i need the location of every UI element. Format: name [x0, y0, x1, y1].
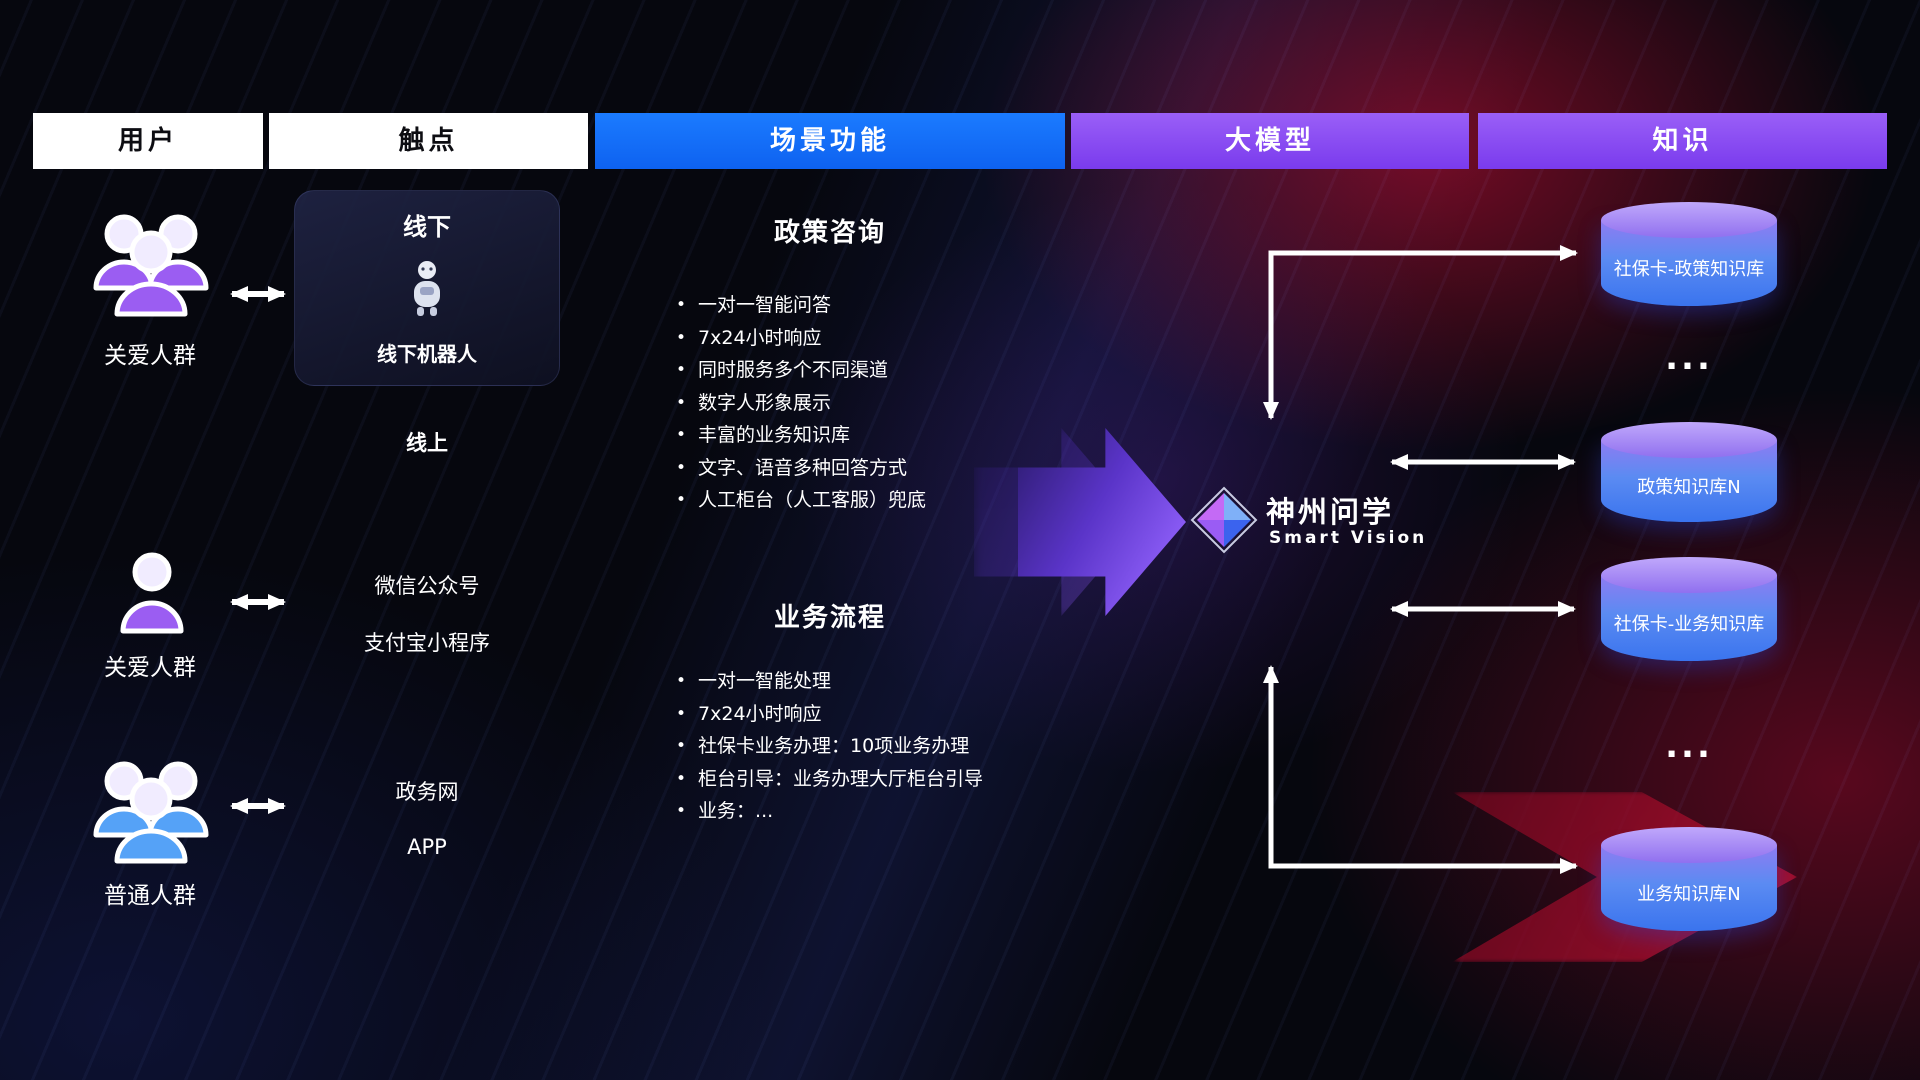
bullet-item: 人工柜台（人工客服）兜底 [676, 484, 926, 517]
bullet-item: 同时服务多个不同渠道 [676, 354, 926, 387]
arrow-kb1-elbow [1263, 245, 1578, 420]
kb-cylinder: 政策知识库N [1601, 422, 1777, 522]
kb-label: 社保卡-政策知识库 [1613, 259, 1765, 281]
bullet-item: 丰富的业务知识库 [676, 419, 926, 452]
kb-cylinder: 社保卡-政策知识库 [1601, 202, 1777, 306]
kb-ellipsis: ... [1665, 726, 1713, 766]
business-bullet-list: 一对一智能处理 7x24小时响应 社保卡业务办理：10项业务办理 柜台引导：业务… [676, 665, 983, 828]
header-users: 用户 [33, 113, 263, 169]
policy-bullet-list: 一对一智能问答 7x24小时响应 同时服务多个不同渠道 数字人形象展示 丰富的业… [676, 289, 926, 517]
kb-ellipsis: ... [1665, 338, 1713, 378]
user-label: 普通人群 [104, 883, 196, 909]
kb-label: 业务知识库N [1637, 884, 1741, 906]
robot-icon [406, 259, 448, 321]
channel-wechat: 微信公众号 [374, 574, 480, 598]
header-scenarios: 场景功能 [595, 113, 1065, 169]
channel-alipay: 支付宝小程序 [364, 631, 490, 655]
user-group-icon [84, 755, 218, 869]
model-name: 神州问学 [1266, 495, 1395, 529]
header-touchpoints: 触点 [269, 113, 588, 169]
bullet-item: 一对一智能处理 [676, 665, 983, 698]
offline-title: 线下 [403, 213, 451, 241]
cylinder-top [1601, 422, 1777, 458]
model-subtitle: Smart Vision [1269, 528, 1428, 548]
user-label: 关爱人群 [104, 655, 196, 681]
kb-cylinder: 社保卡-业务知识库 [1601, 557, 1777, 661]
offline-touchpoint-card: 线下 线下机器人 [294, 190, 560, 386]
bullet-item: 柜台引导：业务办理大厅柜台引导 [676, 763, 983, 796]
bullet-item: 7x24小时响应 [676, 698, 983, 731]
cylinder-top [1601, 557, 1777, 593]
kb-label: 社保卡-业务知识库 [1613, 614, 1765, 636]
bullet-item: 社保卡业务办理：10项业务办理 [676, 730, 983, 763]
user-label: 关爱人群 [104, 343, 196, 369]
bullet-item: 一对一智能问答 [676, 289, 926, 322]
kb-cylinder: 业务知识库N [1601, 827, 1777, 931]
offline-robot-label: 线下机器人 [377, 342, 477, 366]
flow-arrow [1018, 428, 1186, 616]
online-title: 线上 [406, 431, 448, 455]
channel-govweb: 政务网 [395, 780, 459, 804]
header-llm: 大模型 [1071, 113, 1469, 169]
scenario-title-business: 业务流程 [773, 603, 886, 633]
bullet-item: 文字、语音多种回答方式 [676, 452, 926, 485]
cylinder-top [1601, 827, 1777, 863]
bullet-item: 7x24小时响应 [676, 322, 926, 355]
bullet-item: 业务：... [676, 795, 983, 828]
header-knowledge: 知识 [1478, 113, 1887, 169]
user-group-icon [84, 208, 218, 322]
kb-label: 政策知识库N [1637, 477, 1741, 499]
scenario-title-policy: 政策咨询 [773, 218, 886, 248]
diamond-logo-icon [1190, 486, 1258, 558]
user-single-icon [119, 551, 185, 639]
cylinder-top [1601, 202, 1777, 238]
channel-app: APP [407, 835, 447, 859]
bullet-item: 数字人形象展示 [676, 387, 926, 420]
